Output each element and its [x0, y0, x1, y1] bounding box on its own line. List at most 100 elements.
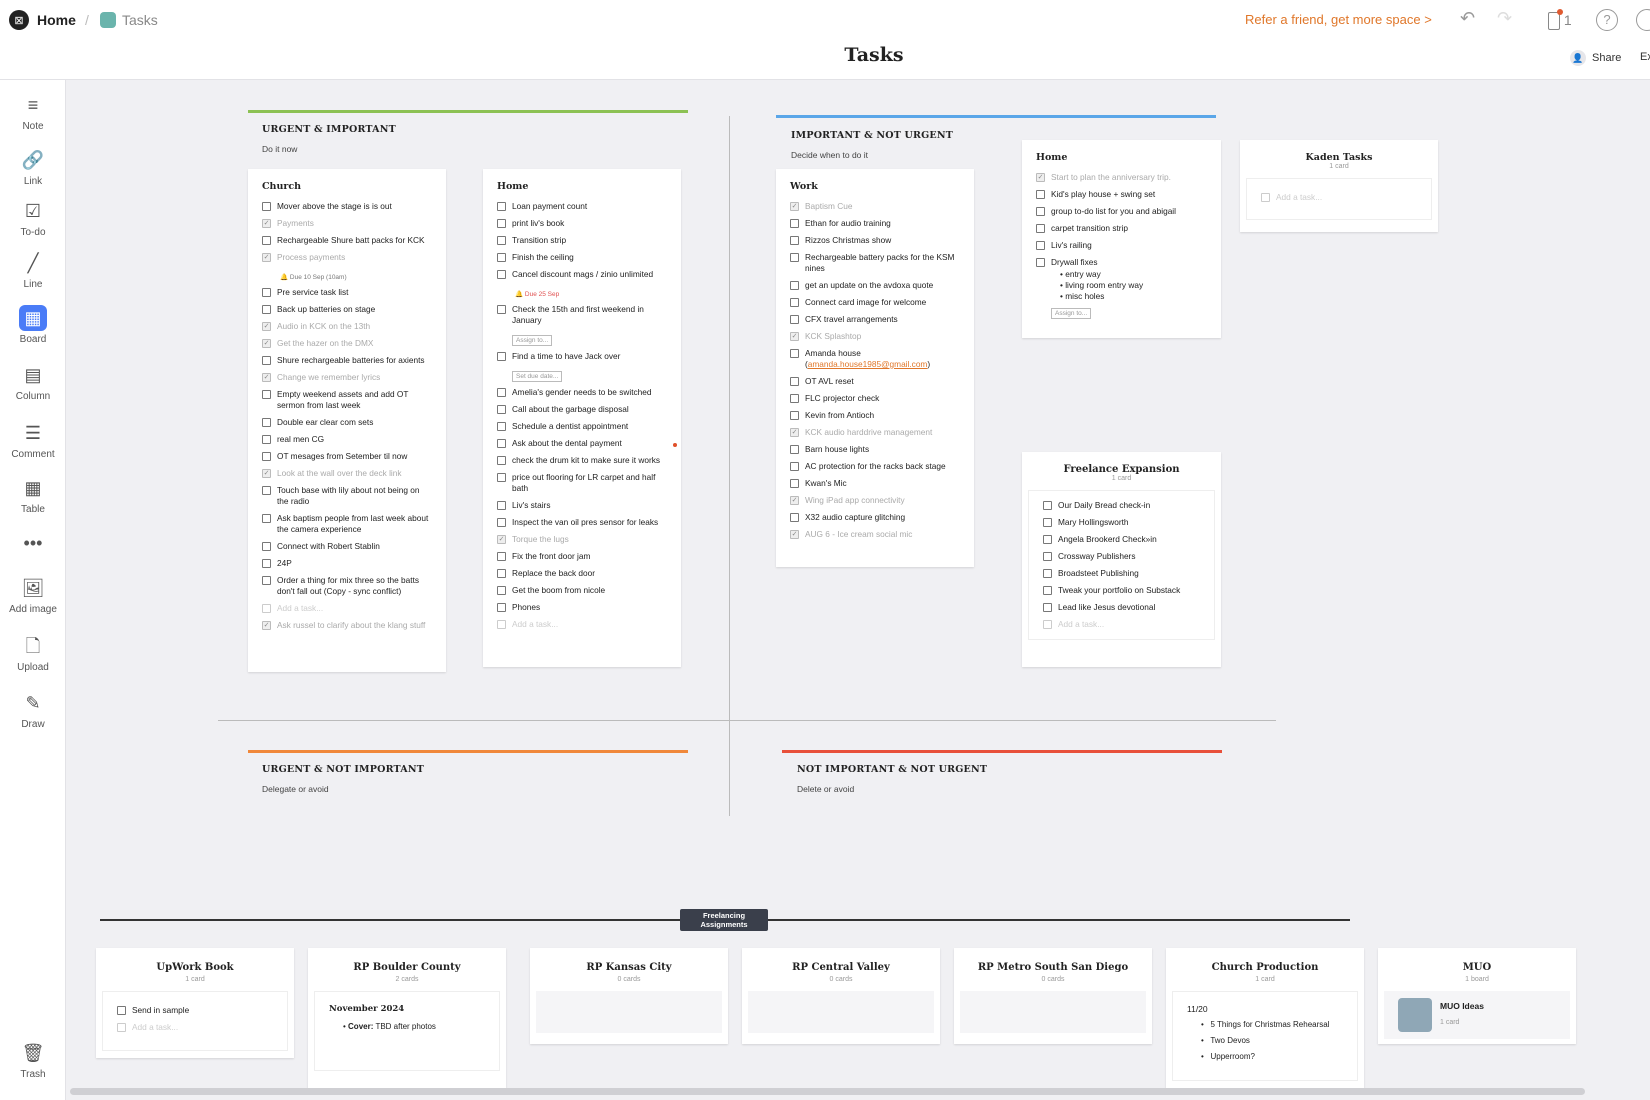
checkbox[interactable] [262, 236, 271, 245]
task-item[interactable]: ✓KCK audio harddrive management [776, 424, 974, 441]
freelancing-label[interactable]: Freelancing Assignments [680, 909, 768, 931]
tool-line[interactable]: ╱Line [0, 250, 66, 290]
app-logo-icon[interactable]: ⊠ [9, 10, 29, 30]
task-item[interactable]: Rechargeable Shure batt packs for KCK [248, 232, 446, 249]
task-item[interactable]: ✓AUG 6 - Ice cream social mic [776, 526, 974, 543]
checkbox[interactable] [790, 349, 799, 358]
refer-friend-link[interactable]: Refer a friend, get more space > [1245, 12, 1432, 27]
checkbox[interactable]: ✓ [262, 373, 271, 382]
task-item[interactable]: ✓Process payments [248, 249, 446, 266]
checkbox[interactable] [1043, 535, 1052, 544]
task-item[interactable]: Kwan's Mic [776, 475, 974, 492]
checkbox[interactable]: ✓ [262, 219, 271, 228]
tool-to-do[interactable]: ☑To-do [0, 198, 66, 238]
checkbox[interactable] [790, 253, 799, 262]
task-item[interactable]: Empty weekend assets and add OT sermon f… [248, 386, 446, 414]
task-item[interactable]: Send in sample [103, 1002, 287, 1019]
checkbox[interactable]: ✓ [1036, 173, 1045, 182]
checkbox[interactable]: ✓ [262, 253, 271, 262]
checkbox[interactable] [497, 456, 506, 465]
checkbox[interactable] [790, 513, 799, 522]
checkbox[interactable] [497, 405, 506, 414]
kaden-tasks-card[interactable]: Kaden Tasks 1 card Add a task... [1240, 140, 1438, 232]
checkbox[interactable] [497, 388, 506, 397]
checkbox[interactable] [497, 352, 506, 361]
checkbox[interactable] [262, 435, 271, 444]
task-item[interactable]: Connect card image for welcome [776, 294, 974, 311]
task-item[interactable]: Order a thing for mix three so the batts… [248, 572, 446, 600]
task-item[interactable]: Rizzos Christmas show [776, 232, 974, 249]
checkbox[interactable] [1043, 569, 1052, 578]
task-item[interactable]: Angela Brookerd Check»in [1029, 531, 1214, 548]
task-item[interactable]: Fix the front door jam [483, 548, 681, 565]
freelance-expansion-card[interactable]: Freelance Expansion 1 card Our Daily Bre… [1022, 452, 1221, 667]
checkbox[interactable]: ✓ [790, 332, 799, 341]
settings-icon[interactable] [1636, 9, 1650, 31]
task-item[interactable]: ✓Start to plan the anniversary trip. [1022, 169, 1221, 186]
task-item[interactable]: Cancel discount mags / zinio unlimited [483, 266, 681, 283]
tool-trash[interactable]: 🗑Trash [0, 1040, 66, 1080]
task-item[interactable]: Mary Hollingsworth [1029, 514, 1214, 531]
checkbox[interactable] [262, 486, 271, 495]
task-item[interactable]: Check the 15th and first weekend in Janu… [483, 301, 681, 329]
task-item[interactable]: AC protection for the racks back stage [776, 458, 974, 475]
checkbox[interactable] [790, 479, 799, 488]
task-item[interactable]: Inspect the van oil pres sensor for leak… [483, 514, 681, 531]
task-item[interactable]: Crossway Publishers [1029, 548, 1214, 565]
checkbox[interactable] [262, 390, 271, 399]
task-item[interactable]: ✓KCK Splashtop [776, 328, 974, 345]
checkbox[interactable] [262, 356, 271, 365]
task-item[interactable]: 24P [248, 555, 446, 572]
checkbox[interactable] [790, 411, 799, 420]
checkbox[interactable] [262, 542, 271, 551]
redo-icon[interactable]: ↷ [1497, 8, 1513, 28]
checkbox[interactable] [790, 219, 799, 228]
task-item[interactable]: Ask about the dental payment [483, 435, 681, 452]
task-item[interactable]: Finish the ceiling [483, 249, 681, 266]
checkbox[interactable]: ✓ [262, 322, 271, 331]
checkbox[interactable] [1261, 193, 1270, 202]
checkbox[interactable] [497, 518, 506, 527]
task-item[interactable]: Phones [483, 599, 681, 616]
task-item[interactable]: print liv's book [483, 215, 681, 232]
task-item[interactable]: Amelia's gender needs to be switched [483, 384, 681, 401]
breadcrumb-home[interactable]: Home [37, 12, 76, 28]
share-button[interactable]: 👤Share [1570, 50, 1621, 66]
task-item[interactable]: Loan payment count [483, 198, 681, 215]
device-button[interactable]: 1 [1548, 9, 1572, 31]
checkbox[interactable]: ✓ [262, 469, 271, 478]
checkbox[interactable] [262, 202, 271, 211]
task-item[interactable]: Double ear clear com sets [248, 414, 446, 431]
checkbox[interactable] [1043, 501, 1052, 510]
checkbox[interactable] [497, 501, 506, 510]
checkbox[interactable] [1036, 241, 1045, 250]
task-item[interactable]: get an update on the avdoxa quote [776, 277, 974, 294]
tool-more[interactable]: ••• [0, 530, 66, 559]
task-item[interactable]: OT AVL reset [776, 373, 974, 390]
task-item[interactable]: Transition strip [483, 232, 681, 249]
tool-note[interactable]: ≡Note [0, 92, 66, 132]
checkbox[interactable] [1043, 620, 1052, 629]
checkbox[interactable] [1036, 190, 1045, 199]
checkbox[interactable] [497, 270, 506, 279]
checkbox[interactable] [497, 253, 506, 262]
checkbox[interactable] [1043, 518, 1052, 527]
task-item[interactable]: Touch base with lily about not being on … [248, 482, 446, 510]
task-item[interactable]: Find a time to have Jack over [483, 348, 681, 365]
add-task[interactable]: Add a task... [1029, 616, 1214, 633]
add-task[interactable]: Add a task... [248, 600, 446, 617]
task-item[interactable]: Liv's stairs [483, 497, 681, 514]
task-meta[interactable]: Assign to... [512, 335, 553, 346]
checkbox[interactable] [1043, 552, 1052, 561]
tool-link[interactable]: 🔗Link [0, 147, 66, 187]
checkbox[interactable] [790, 298, 799, 307]
task-item[interactable]: price out flooring for LR carpet and hal… [483, 469, 681, 497]
checkbox[interactable] [497, 439, 506, 448]
task-item[interactable]: Connect with Robert Stablin [248, 538, 446, 555]
checkbox[interactable] [497, 202, 506, 211]
